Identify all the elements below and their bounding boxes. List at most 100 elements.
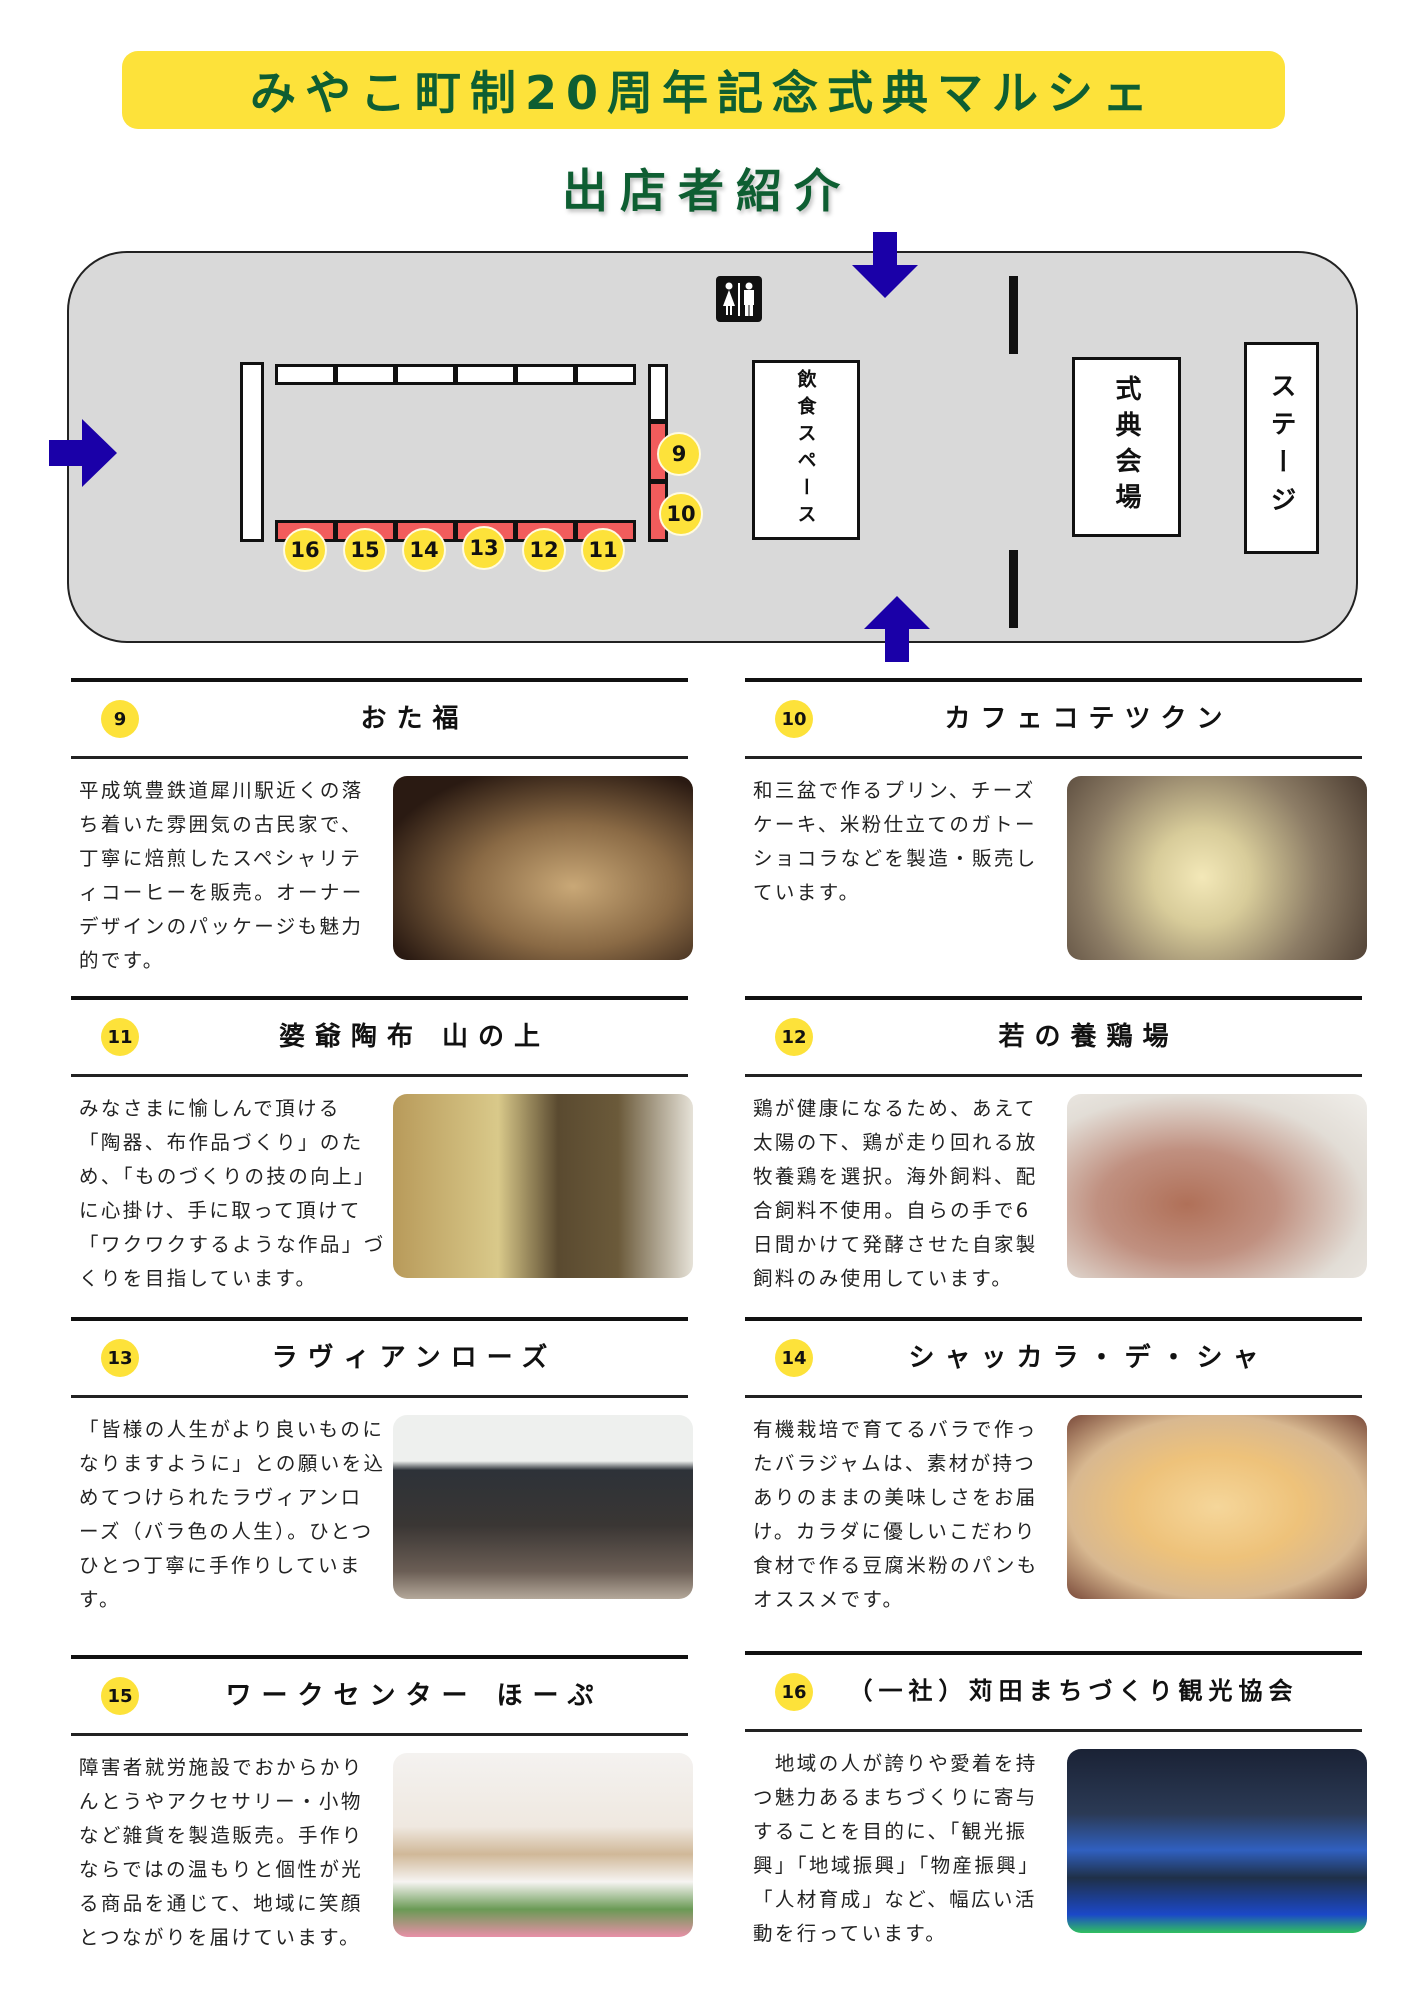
description-line: 鶏が健康になるため、あえて <box>753 1097 1037 1120</box>
entrance-arrow-left-icon <box>49 419 117 487</box>
divider <box>71 1074 688 1077</box>
description-line: 太陽の下、鶏が走り回れる放 <box>753 1131 1038 1154</box>
vendor-photo <box>1067 1749 1367 1933</box>
dining-space-label: 飲食スペース <box>794 369 817 531</box>
description-line: 「人材育成」など、幅広い活 <box>753 1888 1037 1911</box>
divider <box>745 678 1362 682</box>
booth-number-14: 14 <box>402 528 446 572</box>
divider <box>71 756 688 759</box>
description-line: ち着いた雰囲気の古民家で、 <box>79 813 363 836</box>
divider <box>71 996 688 1000</box>
booth-number-12: 12 <box>522 528 566 572</box>
description-line: ケーキ、米粉仕立てのガトー <box>753 813 1037 836</box>
description-line: 合飼料不使用。自らの手で6 <box>753 1199 1031 1222</box>
booth-number-9: 9 <box>657 432 701 476</box>
description-line: 有機栽培で育てるバラで作っ <box>753 1418 1038 1441</box>
description-line: みなさまに愉しんで頂ける <box>79 1097 341 1120</box>
vendor-description: 鶏が健康になるため、あえて太陽の下、鶏が走り回れる放牧養鶏を選択。海外飼料、配合… <box>753 1092 1063 1296</box>
restroom-icon <box>716 276 762 322</box>
vendor-photo <box>1067 776 1367 960</box>
description-line: ィコーヒーを販売。オーナー <box>79 881 364 904</box>
description-line: 地域の人が誇りや愛着を持 <box>753 1752 1038 1775</box>
description-line: 日間かけて発酵させた自家製 <box>753 1233 1038 1256</box>
divider <box>71 1655 688 1659</box>
vendor-name: 婆爺陶布 山の上 <box>278 1022 551 1052</box>
booth-top-4 <box>455 364 516 385</box>
booth-number-15: 15 <box>343 528 387 572</box>
booth-top-5 <box>515 364 576 385</box>
booth-number-13: 13 <box>462 526 506 570</box>
divider <box>71 678 688 682</box>
description-line: 「ワクワクするような作品」づ <box>79 1233 386 1256</box>
description-line: 平成筑豊鉄道犀川駅近くの落 <box>79 779 364 802</box>
divider <box>71 1733 688 1736</box>
booth-top-2 <box>335 364 396 385</box>
booth-number-badge: 14 <box>775 1339 813 1377</box>
venue-map: 9 10 11 12 13 14 15 16 飲食スペース 式典会場 ステージ <box>0 0 1414 680</box>
description-line: 牧養鶏を選択。海外飼料、配 <box>753 1165 1038 1188</box>
description-line: ならではの温もりと個性が光 <box>79 1858 364 1881</box>
stage-label: ステージ <box>1266 372 1296 524</box>
partition-bottom <box>1009 550 1018 628</box>
description-line: くりを目指しています。 <box>79 1267 318 1290</box>
description-line: 「陶器、布作品づくり」のた <box>79 1131 364 1154</box>
booth-top-1 <box>275 364 336 385</box>
description-line: 的です。 <box>79 949 165 972</box>
vendor-name: おた福 <box>360 704 469 734</box>
vendor-name: ワークセンター ほーぷ <box>225 1681 604 1711</box>
vendor-photo <box>393 1753 693 1937</box>
description-line: 和三盆で作るプリン、チーズ <box>753 779 1036 802</box>
vendor-photo <box>1067 1415 1367 1599</box>
divider <box>745 1317 1362 1321</box>
booth-number-badge: 11 <box>101 1018 139 1056</box>
booth-number-badge: 15 <box>101 1677 139 1715</box>
partition-top <box>1009 276 1018 354</box>
vendor-name: （一社）苅田まちづくり観光協会 <box>848 1677 1299 1705</box>
event-title-banner: みやこ町制20周年記念式典マルシェ <box>122 51 1285 129</box>
vendor-photo <box>1067 1094 1367 1278</box>
divider <box>71 1317 688 1321</box>
description-line: オススメです。 <box>753 1588 905 1611</box>
description-line: など雑貨を製造販売。手作り <box>79 1824 364 1847</box>
divider <box>745 996 1362 1000</box>
description-line: ひとつ丁寧に手作りしていま <box>79 1554 362 1577</box>
booth-number-10: 10 <box>659 492 703 536</box>
description-line: め、「ものづくりの技の向上」 <box>79 1165 376 1188</box>
vendor-description: 障害者就労施設でおからかりんとうやアクセサリー・小物など雑貨を製造販売。手作りな… <box>79 1751 389 1955</box>
ceremony-hall-label: 式典会場 <box>1111 375 1141 519</box>
entrance-arrow-bottom-icon <box>864 596 930 662</box>
ceremony-hall-area: 式典会場 <box>1072 357 1181 537</box>
booth-number-badge: 12 <box>775 1018 813 1056</box>
description-line: ショコラなどを製造・販売し <box>753 847 1038 870</box>
vendor-name: シャッカラ・デ・シャ <box>908 1343 1269 1373</box>
booth-number-16: 16 <box>283 528 327 572</box>
divider <box>745 756 1362 759</box>
description-line: めてつけられたラヴィアンロ <box>79 1486 363 1509</box>
description-line: なりますように」との願いを込 <box>79 1452 386 1475</box>
booth-top-3 <box>395 364 456 385</box>
booth-number-badge: 9 <box>101 700 139 738</box>
description-line: す。 <box>79 1588 121 1611</box>
vendor-description: 平成筑豊鉄道犀川駅近くの落ち着いた雰囲気の古民家で、丁寧に焙煎したスペシャリティ… <box>79 774 389 978</box>
description-line: たバラジャムは、素材が持つ <box>753 1452 1037 1475</box>
vendor-description: 「皆様の人生がより良いものになりますように」との願いを込めてつけられたラヴィアン… <box>79 1413 389 1617</box>
entrance-arrow-top-icon <box>852 232 918 298</box>
divider <box>745 1729 1362 1732</box>
description-line: とつながりを届けています。 <box>79 1926 361 1949</box>
description-line: る商品を通じて、地域に笑顔 <box>79 1892 363 1915</box>
vendor-photo <box>393 1094 693 1278</box>
event-title: みやこ町制20周年記念式典マルシェ <box>249 66 1157 120</box>
divider <box>745 1395 1362 1398</box>
description-line: んとうやアクセサリー・小物 <box>79 1790 363 1813</box>
description-line: デザインのパッケージも魅力 <box>79 915 364 938</box>
dining-space-area: 飲食スペース <box>752 360 860 540</box>
vendor-description: 和三盆で作るプリン、チーズケーキ、米粉仕立てのガトーショコラなどを製造・販売して… <box>753 774 1063 910</box>
booth-number-badge: 10 <box>775 700 813 738</box>
vendor-description: みなさまに愉しんで頂ける「陶器、布作品づくり」のため、「ものづくりの技の向上」に… <box>79 1092 389 1296</box>
vendor-description: 有機栽培で育てるバラで作ったバラジャムは、素材が持つありのままの美味しさをお届け… <box>753 1413 1063 1617</box>
booth-right-top <box>648 364 668 422</box>
description-line: 「皆様の人生がより良いものに <box>79 1418 385 1441</box>
vendor-name: ラヴィアンローズ <box>271 1343 558 1373</box>
description-line: ありのままの美味しさをお届 <box>753 1486 1038 1509</box>
description-line: 丁寧に焙煎したスペシャリテ <box>79 847 363 870</box>
